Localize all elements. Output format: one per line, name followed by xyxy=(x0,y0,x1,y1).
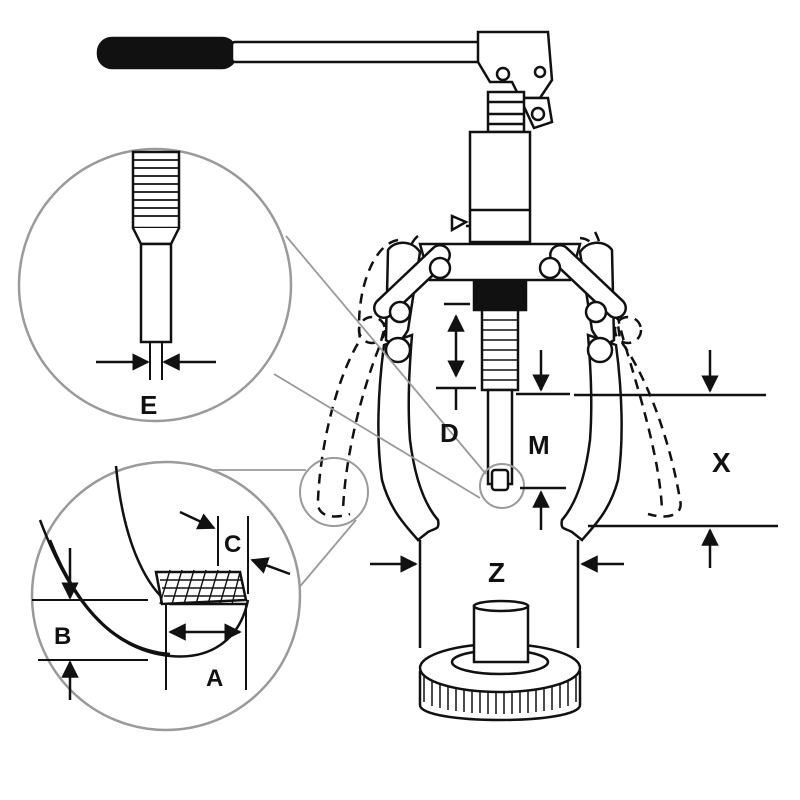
detail-markers xyxy=(299,457,525,527)
dimension-z xyxy=(370,540,624,648)
label-m: M xyxy=(528,430,550,460)
pump-handle xyxy=(96,30,554,130)
detail-circle-e xyxy=(17,147,293,423)
dimension-x xyxy=(574,350,778,568)
workpiece-gear xyxy=(418,599,582,722)
arm-left xyxy=(373,241,452,542)
label-c: C xyxy=(224,531,241,558)
dimension-m xyxy=(516,350,570,530)
label-x: X xyxy=(712,447,731,478)
detail-circle-abc xyxy=(30,460,302,732)
label-e: E xyxy=(140,390,157,420)
label-a: A xyxy=(206,665,223,692)
arm-right xyxy=(538,241,627,542)
label-z: Z xyxy=(488,557,505,588)
label-b: B xyxy=(54,623,71,650)
hydraulic-cylinder xyxy=(450,90,532,244)
center-screw xyxy=(472,280,528,492)
label-d: D xyxy=(440,418,459,448)
dimension-d xyxy=(436,302,476,410)
